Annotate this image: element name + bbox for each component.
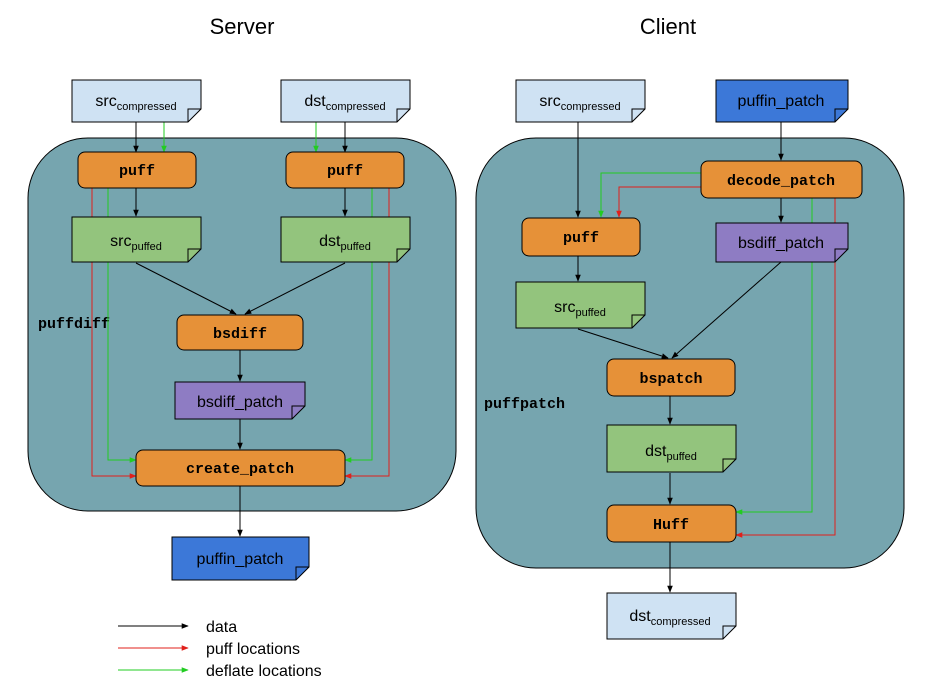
puffdiff-label: puffdiff: [38, 316, 110, 333]
client-huff-node: Huff: [606, 504, 737, 543]
edge-deflate-decode-to-huff: [735, 198, 813, 515]
server-bsdiff-patch-label: bsdiff_patch: [197, 394, 283, 411]
edge-puff-dst-to-create: [344, 188, 390, 479]
edge-src-puffed-to-bspatch: [577, 328, 669, 359]
server-dst-compressed-doc: dstcompressed: [280, 79, 411, 123]
server-dst-puffed-main: dst: [319, 233, 341, 250]
server-puff-src-node: puff: [77, 151, 197, 189]
client-dst-puffed-sub: puffed: [666, 451, 696, 463]
server-puff-dst-node: puff: [285, 151, 405, 189]
server-src-compressed-main: src: [95, 93, 116, 110]
edge-deflate-decode-to-puff: [598, 172, 701, 218]
edge-deflate-src-to-create: [107, 188, 137, 463]
server-create-patch-label: create_patch: [186, 461, 294, 478]
client-puff-label: puff: [563, 230, 599, 247]
server-puff-dst-label: puff: [327, 163, 363, 180]
edge-puff-decode-to-huff: [735, 198, 836, 538]
server-edges: [91, 122, 390, 537]
client-bspatch-label: bspatch: [639, 371, 702, 388]
server-create-patch-node: create_patch: [135, 449, 346, 487]
client-src-puffed-doc: srcpuffed: [515, 281, 646, 329]
puffpatch-label: puffpatch: [484, 396, 565, 413]
client-src-puffed-main: src: [554, 299, 575, 316]
client-dst-puffed-main: dst: [645, 443, 667, 460]
server-dst-puffed-sub: puffed: [340, 241, 370, 253]
edge-puff-decode-to-puff: [616, 186, 701, 218]
server-dst-puffed-doc: dstpuffed: [280, 216, 411, 263]
server-src-puffed-doc: srcpuffed: [71, 216, 202, 263]
server-bsdiff-patch-doc: bsdiff_patch: [174, 381, 306, 420]
client-puffin-patch-doc: puffin_patch: [715, 79, 849, 123]
svg-text:srccompressed: srccompressed: [539, 93, 620, 113]
svg-text:srccompressed: srccompressed: [95, 93, 176, 113]
server-src-puffed-main: src: [110, 233, 131, 250]
client-src-puffed-sub: puffed: [575, 307, 605, 319]
server-bsdiff-label: bsdiff: [213, 326, 267, 343]
client-src-compressed-sub: compressed: [561, 101, 621, 113]
client-dst-compressed-sub: compressed: [651, 616, 711, 628]
svg-text:srcpuffed: srcpuffed: [554, 299, 606, 319]
client-edges: [575, 122, 836, 593]
client-bsdiff-patch-doc: bsdiff_patch: [715, 222, 849, 263]
server-src-puffed-sub: puffed: [131, 241, 161, 253]
svg-text:dstcompressed: dstcompressed: [629, 608, 710, 628]
server-src-compressed-sub: compressed: [117, 101, 177, 113]
server-bsdiff-node: bsdiff: [176, 314, 304, 351]
client-src-compressed-doc: srccompressed: [515, 79, 646, 123]
server-dst-compressed-main: dst: [304, 93, 326, 110]
legend-puff-label: puff locations: [206, 641, 300, 658]
legend: data puff locations deflate locations: [118, 619, 322, 680]
client-dst-compressed-main: dst: [629, 608, 651, 625]
edge-src-puffed-to-bsdiff: [135, 262, 237, 315]
server-dst-compressed-sub: compressed: [326, 101, 386, 113]
client-bspatch-node: bspatch: [606, 358, 736, 397]
client-heading: Client: [640, 14, 696, 39]
edge-bsdiff-patch-to-bspatch: [671, 261, 782, 359]
server-puff-src-label: puff: [119, 163, 155, 180]
client-src-compressed-main: src: [539, 93, 560, 110]
legend-data-label: data: [206, 619, 237, 636]
client-bsdiff-patch-label: bsdiff_patch: [738, 235, 824, 252]
client-huff-label: Huff: [653, 517, 689, 534]
client-puff-node: puff: [521, 217, 641, 257]
svg-text:srcpuffed: srcpuffed: [110, 233, 162, 253]
client-decode-patch-node: decode_patch: [700, 160, 863, 199]
svg-text:dstpuffed: dstpuffed: [645, 443, 697, 463]
svg-text:dstpuffed: dstpuffed: [319, 233, 371, 253]
edge-deflate-dst-to-create: [344, 188, 373, 463]
client-dst-compressed-doc: dstcompressed: [606, 592, 737, 640]
client-decode-patch-label: decode_patch: [727, 173, 835, 190]
svg-text:dstcompressed: dstcompressed: [304, 93, 385, 113]
server-heading: Server: [210, 14, 275, 39]
server-puffin-patch-doc: puffin_patch: [171, 536, 310, 581]
client-dst-puffed-doc: dstpuffed: [606, 424, 737, 473]
puffpatch-region: [475, 137, 905, 569]
server-puffin-patch-label: puffin_patch: [197, 551, 284, 568]
client-puffin-patch-label: puffin_patch: [738, 93, 825, 110]
edge-puff-src-to-create: [91, 188, 137, 479]
edge-dst-puffed-to-bsdiff: [244, 262, 346, 315]
server-src-compressed-doc: srccompressed: [71, 79, 202, 123]
legend-deflate-label: deflate locations: [206, 663, 322, 680]
